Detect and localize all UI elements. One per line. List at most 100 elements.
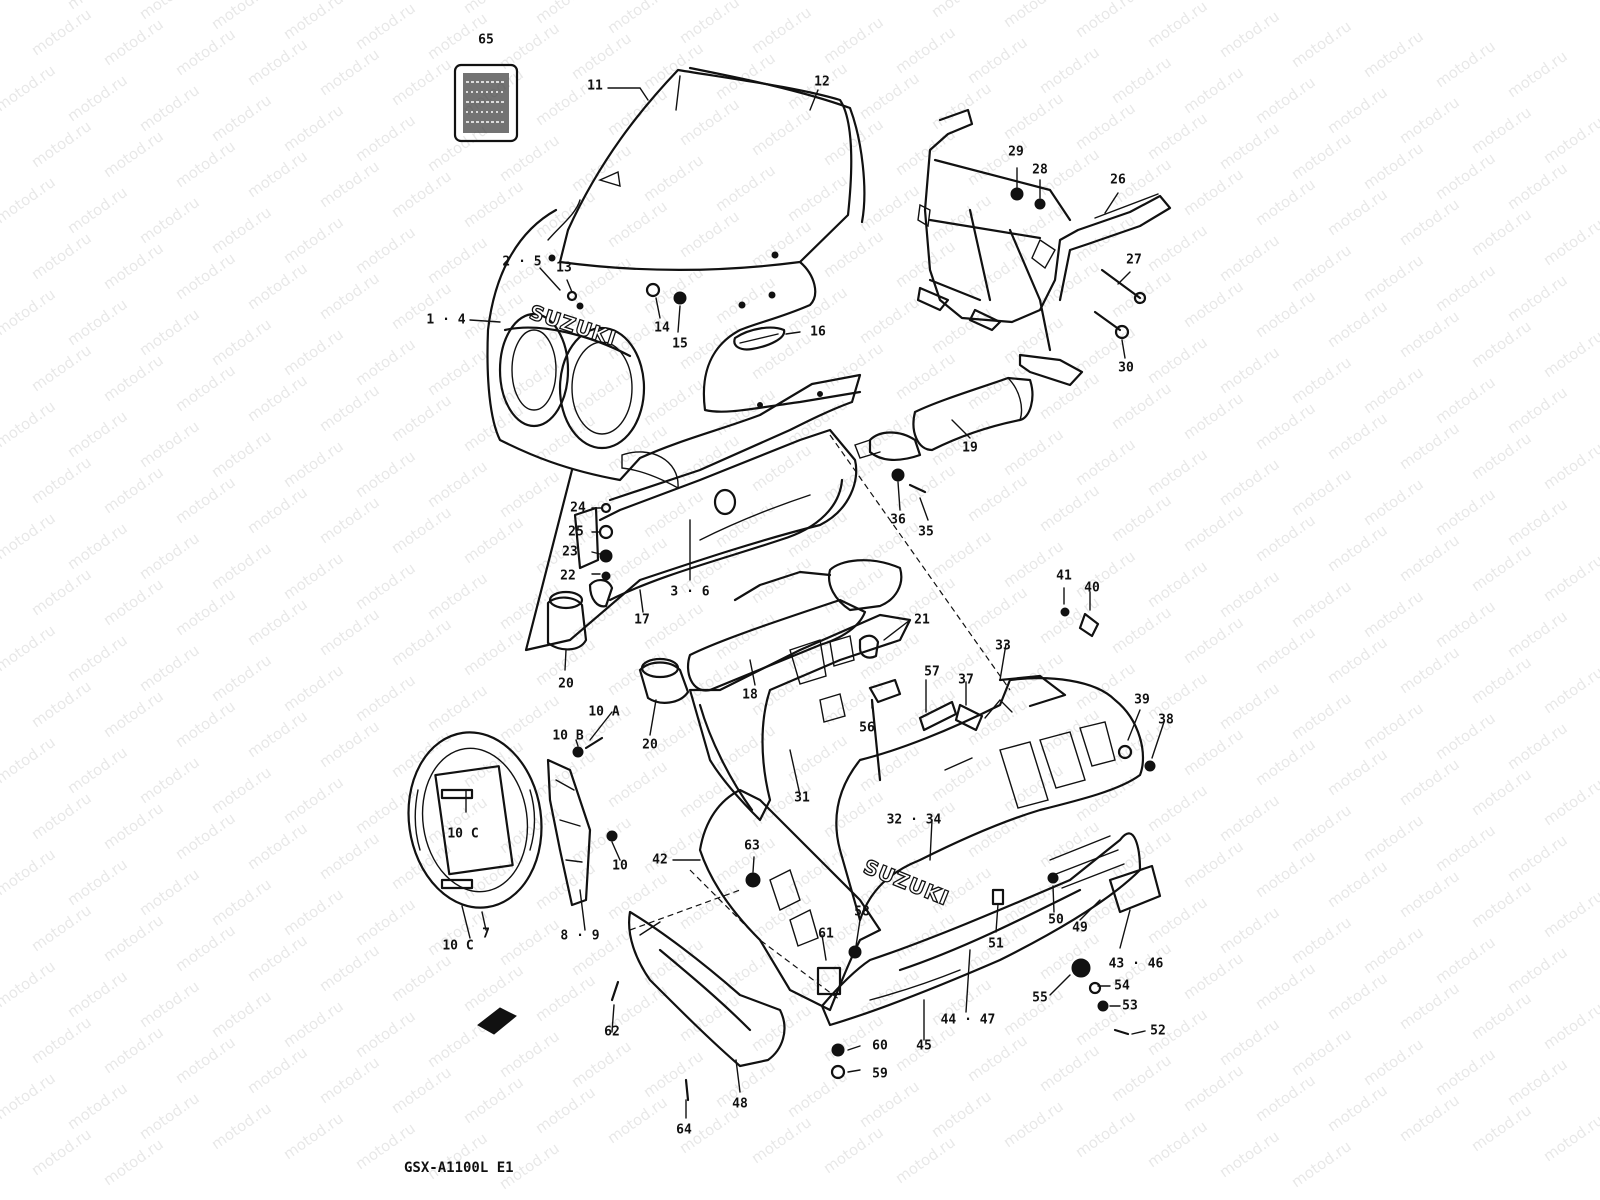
watermark-text: motod.ru bbox=[280, 437, 347, 491]
watermark-text: motod.ru bbox=[604, 0, 671, 37]
watermark-text: motod.ru bbox=[1216, 231, 1283, 285]
watermark-text: motod.ru bbox=[1072, 547, 1139, 601]
watermark-text: motod.ru bbox=[496, 467, 563, 521]
watermark-text: motod.ru bbox=[1288, 241, 1355, 295]
watermark-text: motod.ru bbox=[1468, 989, 1535, 1043]
front-arrow-icon bbox=[477, 1007, 517, 1035]
part-label: 55 bbox=[1032, 991, 1048, 1006]
watermark-text: motod.ru bbox=[460, 625, 527, 679]
watermark-text: motod.ru bbox=[1000, 0, 1067, 31]
watermark-text: motod.ru bbox=[496, 131, 563, 185]
air-duct-19 bbox=[854, 376, 1034, 461]
watermark-text: motod.ru bbox=[172, 473, 239, 527]
watermark-text: motod.ru bbox=[28, 453, 95, 507]
watermark-text: motod.ru bbox=[208, 539, 275, 593]
watermark-text: motod.ru bbox=[316, 493, 383, 547]
watermark-text: motod.ru bbox=[280, 0, 347, 43]
part-label: 29 bbox=[1008, 145, 1024, 160]
watermark-text: motod.ru bbox=[1000, 201, 1067, 255]
watermark-text: motod.ru bbox=[1504, 943, 1571, 997]
watermark-text: motod.ru bbox=[1324, 1081, 1391, 1135]
watermark-text: motod.ru bbox=[280, 1109, 347, 1163]
watermark-text: motod.ru bbox=[136, 81, 203, 135]
watermark-text: motod.ru bbox=[1540, 663, 1600, 717]
part-label: 16 bbox=[810, 325, 826, 340]
watermark-text: motod.ru bbox=[748, 553, 815, 607]
watermark-text: motod.ru bbox=[136, 305, 203, 359]
part-label: 61 bbox=[818, 927, 834, 942]
ducts-lower bbox=[546, 559, 903, 704]
watermark-text: motod.ru bbox=[460, 0, 527, 17]
watermark-text: motod.ru bbox=[208, 427, 275, 481]
watermark-text: motod.ru bbox=[1252, 175, 1319, 229]
watermark-text: motod.ru bbox=[316, 829, 383, 883]
part-label: 12 bbox=[814, 75, 830, 90]
watermark-text: motod.ru bbox=[0, 845, 59, 899]
watermark-text: motod.ru bbox=[0, 509, 59, 563]
watermark-text: motod.ru bbox=[136, 1089, 203, 1143]
watermark-text: motod.ru bbox=[568, 589, 635, 643]
watermark-text: motod.ru bbox=[280, 997, 347, 1051]
watermark-text: motod.ru bbox=[1324, 83, 1391, 137]
watermark-text: motod.ru bbox=[1072, 99, 1139, 153]
watermark-text: motod.ru bbox=[1216, 791, 1283, 845]
watermark-text: motod.ru bbox=[1324, 409, 1391, 463]
watermark-text: motod.ru bbox=[928, 0, 995, 21]
watermark-text: motod.ru bbox=[676, 655, 743, 709]
watermark-text: motod.ru bbox=[820, 675, 887, 729]
watermark-text: motod.ru bbox=[1504, 607, 1571, 661]
watermark-text: motod.ru bbox=[352, 1007, 419, 1061]
watermark-text: motod.ru bbox=[1468, 205, 1535, 259]
watermark-text: motod.ru bbox=[964, 471, 1031, 525]
watermark-text: motod.ru bbox=[1252, 511, 1319, 565]
watermark-text: motod.ru bbox=[1180, 501, 1247, 555]
watermark-text: motod.ru bbox=[172, 921, 239, 975]
watermark-text: motod.ru bbox=[640, 39, 707, 93]
watermark-text: motod.ru bbox=[928, 191, 995, 245]
watermark-text: motod.ru bbox=[1432, 709, 1499, 763]
watermark-text: motod.ru bbox=[1360, 1035, 1427, 1089]
watermark-text: motod.ru bbox=[820, 787, 887, 841]
part-label: 28 bbox=[1032, 163, 1048, 178]
watermark-text: motod.ru bbox=[568, 29, 635, 83]
watermark-text: motod.ru bbox=[1216, 1015, 1283, 1069]
watermark-text: motod.ru bbox=[820, 339, 887, 393]
watermark-text: motod.ru bbox=[1252, 959, 1319, 1013]
watermark-text: motod.ru bbox=[1504, 719, 1571, 773]
watermark-text: motod.ru bbox=[1504, 495, 1571, 549]
watermark-text: motod.ru bbox=[460, 513, 527, 567]
watermark-text: motod.ru bbox=[1396, 755, 1463, 809]
watermark-text: motod.ru bbox=[964, 583, 1031, 637]
watermark-text: motod.ru bbox=[1072, 659, 1139, 713]
part-label: 40 bbox=[1084, 581, 1100, 596]
watermark-text: motod.ru bbox=[748, 105, 815, 159]
watermark-text: motod.ru bbox=[1396, 307, 1463, 361]
watermark-text: motod.ru bbox=[388, 615, 455, 669]
part-label: 30 bbox=[1118, 361, 1134, 376]
watermark-text: motod.ru bbox=[748, 441, 815, 495]
watermark-text: motod.ru bbox=[136, 0, 203, 23]
watermark-text: motod.ru bbox=[604, 645, 671, 699]
watermark-text: motod.ru bbox=[64, 631, 131, 685]
watermark-text: motod.ru bbox=[1108, 491, 1175, 545]
part-label: 2 · 5 bbox=[502, 255, 541, 270]
watermark-text: motod.ru bbox=[424, 681, 491, 735]
watermark-text: motod.ru bbox=[64, 519, 131, 573]
watermark-text: motod.ru bbox=[1144, 781, 1211, 835]
watermark-text: motod.ru bbox=[0, 621, 59, 675]
watermark-text: motod.ru bbox=[28, 1125, 95, 1179]
watermark-text: motod.ru bbox=[1540, 551, 1600, 605]
watermark-text: motod.ru bbox=[1288, 129, 1355, 183]
watermark-text: motod.ru bbox=[352, 671, 419, 725]
watermark-text: motod.ru bbox=[388, 55, 455, 109]
watermark-text: motod.ru bbox=[820, 1123, 887, 1177]
watermark-text: motod.ru bbox=[748, 889, 815, 943]
watermark-text: motod.ru bbox=[1288, 689, 1355, 743]
part-label: 1 · 4 bbox=[426, 313, 465, 328]
watermark-text: motod.ru bbox=[1432, 149, 1499, 203]
watermark-text: motod.ru bbox=[1540, 215, 1600, 269]
watermark-text: motod.ru bbox=[0, 285, 59, 339]
watermark-text: motod.ru bbox=[1360, 587, 1427, 641]
watermark-text: motod.ru bbox=[676, 95, 743, 149]
watermark-text: motod.ru bbox=[172, 585, 239, 639]
